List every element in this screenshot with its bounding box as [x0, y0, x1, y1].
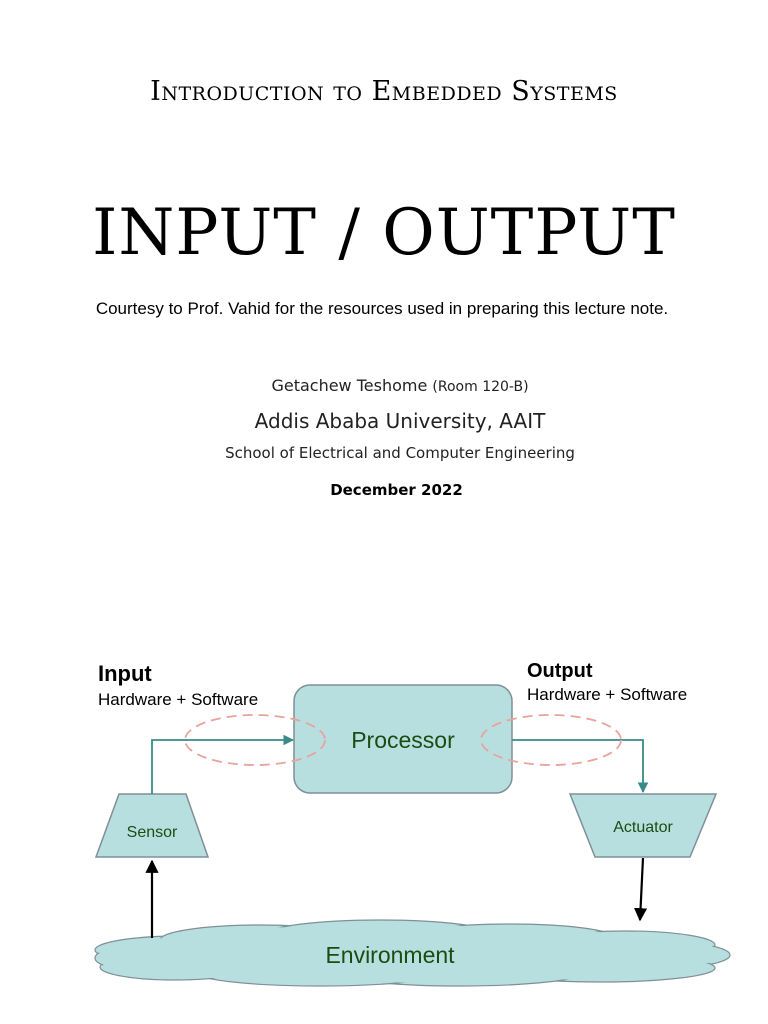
author-line: Getachew Teshome (Room 120-B) — [0, 376, 768, 395]
input-interface-ellipse — [184, 714, 326, 766]
processor-label: Processor — [351, 727, 455, 753]
page-title: INPUT / OUTPUT — [92, 196, 676, 270]
university-name: Addis Ababa University, AAIT — [254, 409, 546, 433]
output-title: Output — [527, 660, 593, 682]
course-title: Introduction to Embedded Systems — [150, 76, 618, 107]
input-title: Input — [98, 661, 152, 686]
processor-to-actuator-arrow — [512, 739, 649, 794]
sensor-to-processor-arrow — [151, 734, 295, 794]
actuator-to-environment-arrow — [633, 857, 648, 922]
environment-cloud-fill — [97, 922, 728, 984]
actuator-label: Actuator — [613, 819, 673, 836]
io-diagram: Input Hardware + Software Output Hardwar… — [94, 660, 731, 987]
environment-label: Environment — [325, 942, 455, 968]
author-room: (Room 120-B) — [432, 379, 529, 395]
school-name: School of Electrical and Computer Engine… — [225, 444, 575, 462]
actuator-box — [568, 793, 718, 858]
sensor-box — [94, 793, 210, 858]
input-subtitle: Hardware + Software — [98, 690, 258, 709]
sensor-label: Sensor — [127, 824, 178, 841]
output-subtitle: Hardware + Software — [527, 685, 687, 704]
lecture-date: December 2022 — [330, 481, 463, 499]
courtesy-note: Courtesy to Prof. Vahid for the resource… — [95, 299, 669, 318]
author-name: Getachew Teshome — [271, 376, 428, 395]
output-interface-ellipse — [480, 714, 622, 766]
